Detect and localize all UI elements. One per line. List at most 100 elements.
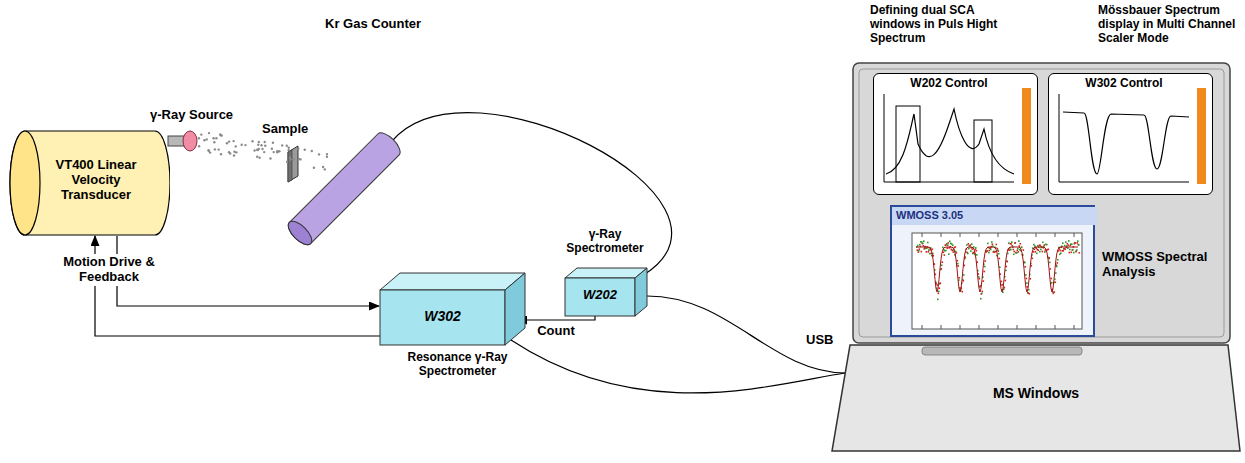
node-shape (874, 74, 1039, 196)
data-point (1035, 251, 1037, 253)
data-point (919, 248, 921, 250)
gamma-dot (212, 137, 214, 139)
data-point (1017, 248, 1019, 250)
data-point (963, 274, 965, 276)
data-point (1020, 243, 1022, 245)
cable (647, 296, 845, 373)
data-point (917, 245, 919, 247)
gamma-dot (228, 151, 230, 153)
data-point (981, 293, 983, 295)
data-point (946, 243, 948, 245)
gamma-source (183, 131, 197, 151)
data-point (969, 245, 971, 247)
data-point (998, 253, 1000, 255)
data-point (940, 282, 942, 284)
plot-axis (1059, 94, 1060, 182)
data-point (975, 249, 977, 251)
sample-label: Sample (262, 122, 322, 137)
device-node: VT400 Linear Velocity Transducer (5, 128, 170, 238)
gamma-dot (200, 133, 202, 135)
data-point (1036, 247, 1038, 249)
data-point (1040, 249, 1042, 251)
data-point (952, 245, 954, 247)
data-point (1037, 249, 1039, 251)
panel-title: W202 Control (879, 77, 1019, 91)
data-point (1051, 282, 1053, 284)
data-point (969, 245, 971, 247)
data-point (1057, 259, 1059, 261)
counter-end (284, 217, 315, 248)
box-side (505, 273, 525, 345)
data-point (921, 251, 923, 253)
device-node: MS Windows (830, 343, 1242, 455)
data-point (997, 249, 999, 251)
gamma-dot (226, 142, 228, 144)
data-point (951, 249, 953, 251)
gamma-dot (304, 149, 306, 151)
data-point (1021, 247, 1023, 249)
window-title: WMOSS 3.05 (896, 209, 1046, 222)
device-node: γ-Ray SpectrometerW202 (555, 228, 655, 320)
laptop-bezel (859, 69, 1224, 337)
data-point (1016, 252, 1018, 254)
gamma-dot (258, 141, 260, 143)
sample-side (288, 150, 292, 182)
data-point (1010, 249, 1012, 251)
gamma-dot (292, 158, 294, 160)
data-point (944, 254, 946, 256)
gamma-dot (244, 144, 246, 146)
gamma-dot (289, 158, 291, 160)
data-point (971, 243, 973, 245)
data-point (1005, 280, 1007, 282)
plot-tick (960, 325, 961, 329)
data-point (1038, 249, 1040, 251)
data-point (1013, 254, 1015, 256)
data-point (947, 247, 949, 249)
plot-tick (922, 233, 923, 237)
data-point (1077, 240, 1079, 242)
data-point (979, 278, 981, 280)
data-point (938, 293, 940, 295)
data-point (920, 241, 922, 243)
data-point (948, 253, 950, 255)
data-point (1060, 250, 1062, 252)
gamma-dot (264, 145, 266, 147)
gamma-dot (253, 149, 255, 151)
gamma-dot (298, 158, 300, 160)
data-point (1074, 243, 1076, 245)
gamma-dot (281, 144, 283, 146)
data-point (1013, 249, 1015, 251)
data-point (994, 251, 996, 253)
data-point (987, 250, 989, 252)
gamma-dot (326, 153, 328, 155)
gamma-dot (324, 168, 326, 170)
data-point (928, 249, 930, 251)
data-point (1019, 245, 1021, 247)
box-side (635, 268, 647, 316)
gamma-rays (198, 132, 328, 171)
gamma-dot (220, 153, 222, 155)
data-point (952, 250, 954, 252)
data-point (1037, 245, 1039, 247)
plot-axis (1059, 182, 1189, 183)
gamma-dot (219, 133, 221, 135)
data-point (1042, 242, 1044, 244)
data-point (1021, 247, 1023, 249)
data-point (996, 244, 998, 246)
data-point (1079, 252, 1081, 254)
data-point (1069, 249, 1071, 251)
transducer-body (10, 131, 170, 235)
data-point (928, 251, 930, 253)
data-point (1071, 252, 1073, 254)
plot-tick (941, 233, 942, 237)
plot-tick (1036, 233, 1037, 237)
gamma-dot (273, 151, 275, 153)
data-point (1072, 249, 1074, 251)
data-point (955, 246, 957, 248)
gamma-dot (311, 150, 313, 152)
counter-tube (284, 129, 404, 249)
sca-window (896, 106, 920, 182)
data-point (1026, 282, 1028, 284)
data-point (1026, 278, 1028, 280)
data-point (944, 250, 946, 252)
